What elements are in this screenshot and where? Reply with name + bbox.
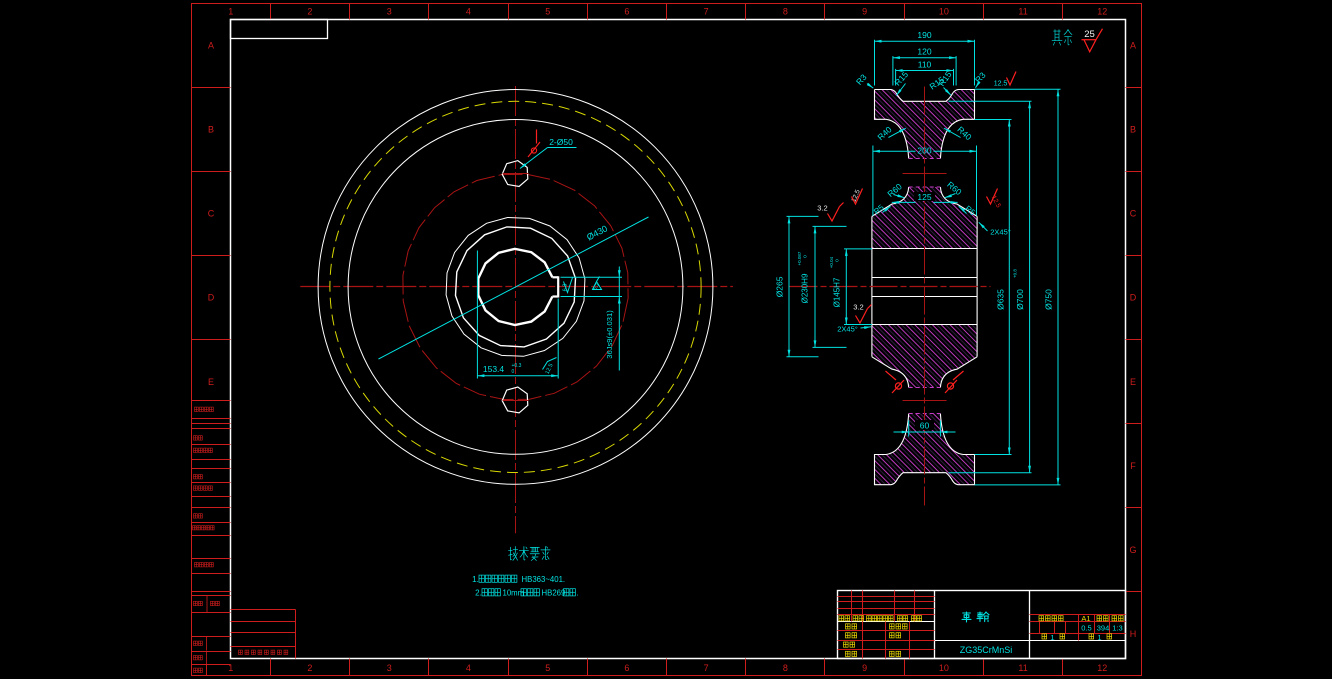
svg-text:200: 200	[917, 145, 931, 155]
svg-text:4: 4	[466, 663, 471, 673]
svg-text:0: 0	[512, 369, 515, 375]
svg-text:5: 5	[545, 663, 550, 673]
svg-text:2X45°: 2X45°	[837, 325, 858, 334]
svg-text:12: 12	[1097, 663, 1107, 673]
svg-text:0: 0	[835, 259, 840, 262]
svg-text:6.3: 6.3	[563, 284, 569, 292]
svg-text:2: 2	[307, 7, 312, 17]
svg-text:10: 10	[939, 7, 949, 17]
svg-text:10mm: 10mm	[503, 589, 525, 598]
svg-text:B: B	[1130, 125, 1136, 135]
svg-text:11: 11	[1018, 663, 1027, 673]
svg-text:.: .	[577, 589, 579, 598]
svg-text:F: F	[1130, 461, 1136, 471]
svg-text:3: 3	[387, 663, 392, 673]
svg-text:120: 120	[917, 47, 931, 57]
svg-text:+0.04: +0.04	[829, 256, 834, 268]
svg-text:6: 6	[624, 663, 629, 673]
svg-text:Ø230H9: Ø230H9	[801, 273, 810, 303]
svg-text:C: C	[1130, 209, 1137, 219]
svg-text:D: D	[208, 293, 215, 303]
svg-text:2: 2	[307, 663, 312, 673]
svg-text:5: 5	[545, 7, 550, 17]
svg-text:2X45°: 2X45°	[990, 228, 1011, 237]
svg-text:7: 7	[704, 663, 709, 673]
svg-text:190: 190	[917, 30, 931, 40]
svg-text:1: 1	[1050, 633, 1054, 642]
svg-text:12.5: 12.5	[545, 363, 555, 375]
svg-text:Ø635: Ø635	[996, 289, 1006, 310]
svg-text:Ø750: Ø750	[1044, 289, 1054, 310]
svg-text:ZG35CrMnSi: ZG35CrMnSi	[960, 645, 1013, 655]
svg-text:1:3: 1:3	[1112, 624, 1122, 633]
svg-text:0: 0	[803, 255, 808, 258]
svg-text:3: 3	[387, 7, 392, 17]
svg-text:125: 125	[917, 192, 931, 202]
svg-text:25: 25	[1084, 29, 1095, 40]
svg-text:9: 9	[862, 663, 867, 673]
svg-text:B: B	[208, 125, 214, 135]
svg-text:8: 8	[783, 663, 788, 673]
svg-text:6: 6	[624, 7, 629, 17]
svg-text:+0.087: +0.087	[797, 251, 802, 265]
svg-text:12.5: 12.5	[994, 81, 1008, 88]
svg-text:+0.8: +0.8	[1013, 269, 1018, 278]
svg-text:10: 10	[939, 663, 949, 673]
svg-text:H: H	[1130, 629, 1137, 639]
svg-text:HB363~401.: HB363~401.	[522, 575, 566, 584]
svg-text:A: A	[208, 41, 214, 51]
svg-text:E: E	[208, 377, 214, 387]
svg-text:A: A	[1130, 41, 1136, 51]
svg-text:9: 9	[862, 7, 867, 17]
svg-text:C: C	[208, 209, 215, 219]
svg-text:11: 11	[1018, 7, 1027, 17]
svg-text:12.5: 12.5	[850, 188, 861, 203]
svg-text:8: 8	[783, 7, 788, 17]
svg-text:1.: 1.	[472, 575, 479, 584]
svg-text:1: 1	[1097, 633, 1101, 642]
svg-text:1: 1	[228, 663, 233, 673]
svg-text:153.4: 153.4	[483, 364, 505, 374]
svg-text:6.3: 6.3	[592, 282, 601, 291]
svg-text:12: 12	[1097, 7, 1107, 17]
svg-text:2.: 2.	[475, 589, 482, 598]
svg-text:60: 60	[920, 421, 930, 431]
svg-text:110: 110	[918, 59, 932, 69]
svg-text:3.2: 3.2	[853, 303, 863, 312]
svg-text:7: 7	[704, 7, 709, 17]
svg-text:+0.3: +0.3	[512, 363, 522, 369]
svg-text:36Js9(±0.031): 36Js9(±0.031)	[605, 310, 614, 359]
svg-text:E: E	[1130, 377, 1136, 387]
svg-text:Ø700: Ø700	[1015, 289, 1025, 310]
svg-text:HB269: HB269	[542, 589, 566, 598]
svg-text:D: D	[1130, 293, 1137, 303]
svg-text:2-Ø50: 2-Ø50	[549, 137, 573, 147]
svg-text:A1: A1	[1081, 614, 1090, 623]
svg-text:394: 394	[1097, 624, 1110, 633]
svg-text:Ø145H7: Ø145H7	[833, 277, 842, 307]
svg-text:Ø265: Ø265	[775, 276, 785, 297]
svg-text:G: G	[1129, 545, 1136, 555]
svg-text:4: 4	[466, 7, 471, 17]
svg-text:1: 1	[228, 7, 233, 17]
svg-text:0.5: 0.5	[1081, 624, 1091, 633]
svg-text:3.2: 3.2	[817, 204, 827, 213]
